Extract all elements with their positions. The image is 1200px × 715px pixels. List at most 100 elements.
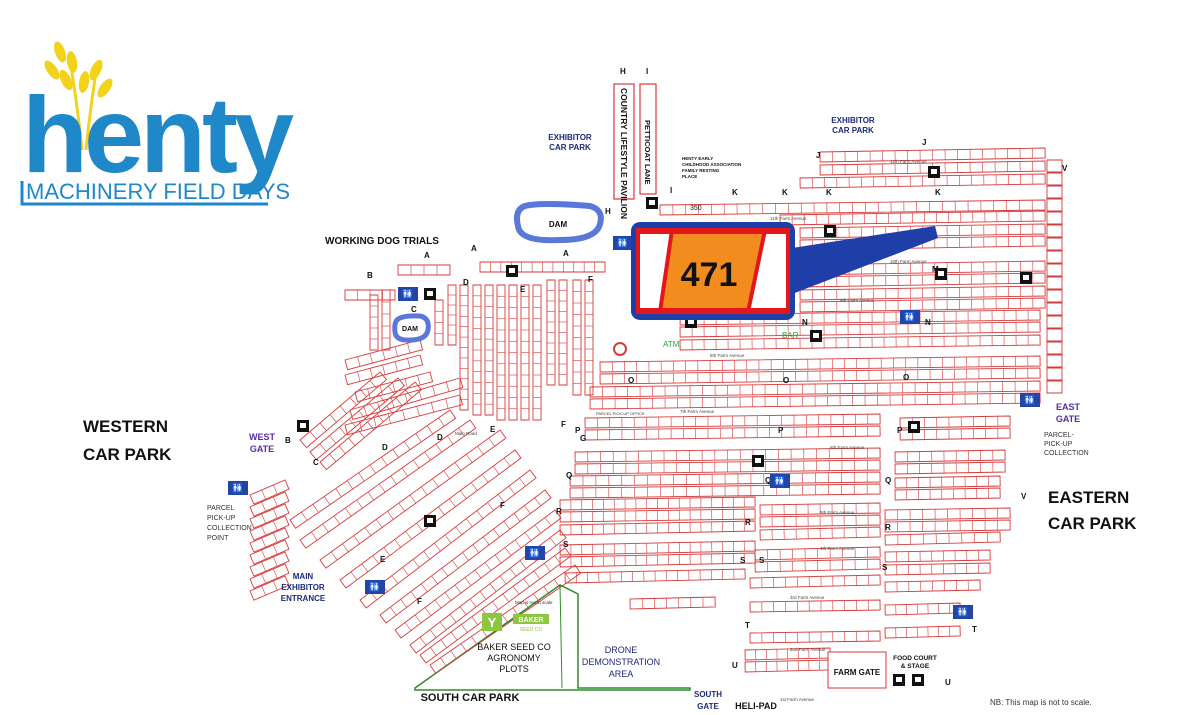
plot-row: [379, 489, 552, 624]
highlight-plot-number: 471: [681, 256, 738, 294]
plot-divider: [357, 356, 361, 367]
plot-divider: [329, 435, 337, 444]
plot-divider: [261, 573, 266, 584]
row-letter-e2: E: [490, 425, 496, 434]
plot-row: [249, 551, 290, 577]
plot-divider: [369, 464, 376, 474]
plot-divider: [509, 568, 517, 577]
western-car-park-line2: CAR PARK: [83, 445, 172, 464]
plot-row: [572, 279, 582, 396]
plot-divider: [439, 621, 447, 631]
row-letter-q3: Q: [885, 476, 891, 485]
plot-divider: [402, 567, 409, 576]
plot-divider: [261, 501, 266, 512]
plot-row: [397, 264, 451, 276]
row-letter-o3: O: [903, 373, 909, 382]
plot-divider: [410, 591, 418, 600]
plot-divider: [261, 537, 266, 548]
row-letter-o1: O: [628, 376, 634, 385]
avenue-9: 9th Farm Avenue: [840, 298, 875, 303]
henty-early-line4: PLACE: [682, 174, 697, 179]
plot-divider: [392, 449, 399, 458]
plot-divider: [404, 441, 411, 450]
baker-logo-text: BAKER: [519, 617, 544, 624]
plot-divider: [377, 401, 381, 412]
green-zone-boundary: [414, 584, 691, 691]
plot-row: [779, 210, 1046, 226]
plot-divider: [390, 397, 395, 408]
plot-row: [629, 596, 716, 610]
plot-row: [1046, 263, 1063, 277]
plot-divider: [544, 517, 552, 526]
plot-row: [289, 409, 457, 529]
plot-row: [749, 574, 881, 589]
toilet-icon: [1020, 393, 1040, 407]
svg-text:Y: Y: [488, 615, 497, 630]
plot-divider: [358, 472, 365, 482]
plot-divider: [329, 453, 337, 462]
row-letter-a1: A: [424, 251, 430, 260]
plot-divider: [543, 586, 550, 595]
plot-divider: [534, 524, 542, 534]
plot-row: [1046, 367, 1063, 381]
row-letter-e1: E: [520, 285, 526, 294]
food-court-line1: FOOD COURT: [893, 655, 937, 662]
plot-row: [1046, 198, 1063, 212]
plot-row: [759, 514, 881, 528]
row-letter-r3: R: [885, 523, 891, 532]
plot-divider: [454, 462, 462, 471]
henty-logo: henty MACHINERY FIELD DAYS: [20, 41, 298, 206]
avenue-1: 1st Farm Avenue: [780, 697, 814, 702]
plot-divider: [390, 475, 397, 485]
plot-row: [1046, 341, 1063, 355]
drone-label-line2: DEMONSTRATION: [582, 657, 660, 667]
parcel-west-line2: PICK-UP: [207, 515, 236, 522]
plot-divider: [319, 422, 327, 431]
plot-divider: [376, 519, 383, 528]
plot-row: [799, 223, 1046, 239]
row-letter-v1: V: [1062, 164, 1068, 173]
plot-divider: [319, 443, 327, 452]
plot-divider: [361, 563, 369, 572]
west-gate-line1: WEST: [249, 432, 276, 442]
plot-divider: [353, 535, 360, 544]
plot-divider: [431, 575, 438, 585]
plot-divider: [335, 488, 342, 497]
plot-divider: [523, 578, 530, 587]
plot-divider: [471, 636, 478, 645]
row-letter-r2: R: [745, 518, 751, 527]
plot-divider: [382, 364, 386, 375]
plot-divider: [273, 484, 278, 495]
avenue-5: 5th Farm Avenue: [820, 510, 855, 515]
plot-row: [884, 579, 981, 593]
plot-row: [884, 562, 991, 576]
plot-divider: [418, 389, 422, 400]
plot-divider: [522, 600, 530, 610]
cup-icon: [649, 200, 655, 205]
plot-divider: [416, 406, 420, 417]
plot-divider: [492, 601, 499, 610]
row-letter-p1: P: [575, 426, 581, 435]
plot-divider: [458, 427, 465, 437]
amenity-icons: 🚻🚻🚻🚻🚻🚻🚻🚻🚻: [228, 166, 1040, 686]
plot-row: [344, 394, 464, 436]
plot-divider: [373, 417, 377, 428]
plot-divider: [435, 443, 443, 453]
baker-label-line2: AGRONOMY: [487, 653, 541, 663]
main-road: Main Road: [455, 431, 477, 436]
farm-gate-label: FARM GATE: [834, 668, 881, 677]
drone-label-line1: DRONE: [605, 645, 638, 655]
plot-row: [249, 503, 290, 529]
plot-divider: [369, 368, 373, 379]
plot-divider: [273, 568, 278, 579]
plot-divider: [497, 494, 505, 503]
plot-divider: [466, 518, 473, 527]
plot-row: [339, 449, 522, 589]
plot-divider: [421, 583, 428, 592]
toilet-glyph: 🚻: [232, 482, 243, 494]
cup-icon: [911, 424, 917, 429]
heli-pad-label: HELI-PAD: [735, 701, 777, 711]
plot-row: [894, 449, 1006, 463]
plot-divider: [429, 629, 437, 638]
plot-row: [754, 546, 881, 561]
